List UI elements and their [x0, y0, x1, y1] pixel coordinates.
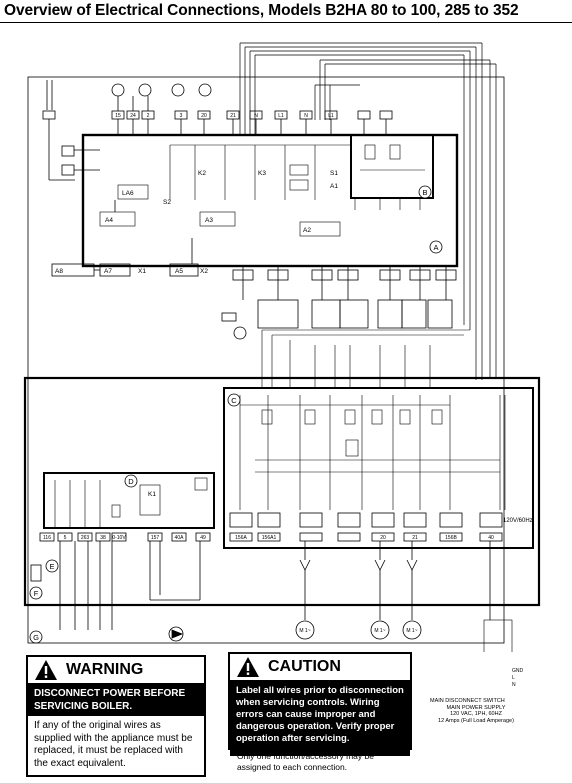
caution-footnote: * Only one function/accessory may be ass…: [230, 751, 410, 772]
component-a5: A5: [175, 268, 183, 275]
page-title: Overview of Electrical Connections, Mode…: [4, 2, 519, 19]
term-top-1: 24: [130, 113, 136, 119]
warning-box: WARNING DISCONNECT POWER BEFORE SERVICIN…: [26, 655, 206, 777]
component-k1: K1: [148, 491, 156, 498]
box-b: [350, 134, 434, 199]
caution-heading: CAUTION: [268, 658, 341, 675]
wiring-diagram: A B C D E F G A1 A2 A3 A4 A5 LA6 A7 A8 X…: [23, 42, 541, 652]
footnote-star: *: [230, 751, 234, 761]
component-a6: LA6: [122, 190, 134, 197]
warning-body: If any of the original wires as supplied…: [34, 720, 193, 769]
conductor-l: L: [512, 675, 515, 681]
control-internal: [99, 144, 425, 237]
box-f: [23, 376, 541, 607]
label-e: E: [49, 562, 54, 571]
term-left-1: 5: [64, 535, 67, 541]
bus-lines: [239, 42, 497, 380]
term-left-0: 116: [43, 535, 51, 541]
term-top-5: 21: [230, 113, 236, 119]
label-a: A: [433, 243, 438, 252]
warning-heading: WARNING: [66, 661, 144, 678]
label-d: D: [128, 477, 134, 486]
warning-header: WARNING: [28, 657, 204, 685]
term-top-6: N: [254, 113, 258, 119]
term-bot-5: 40: [488, 535, 494, 541]
title-rule: [0, 22, 572, 23]
component-a2: A2: [303, 227, 311, 234]
pump-motors: [295, 541, 513, 652]
top-left-devices: [42, 80, 393, 181]
supply-title: MAIN POWER SUPPLY: [446, 704, 506, 711]
frame-g: [27, 76, 505, 644]
caution-box: CAUTION Label all wires prior to disconn…: [228, 652, 412, 756]
conductor-gnd: GND: [512, 668, 524, 674]
term-bot-1: 156A1: [262, 535, 277, 541]
box-c: [223, 387, 534, 549]
component-a1: A1: [330, 183, 338, 190]
disconnect-label: MAIN DISCONNECT SWITCH: [430, 698, 505, 704]
component-a3: A3: [205, 217, 213, 224]
term-left-3: 38: [100, 535, 106, 541]
motor-2: M 1~: [374, 628, 385, 634]
term-top-0: 15: [115, 113, 121, 119]
component-s2: S2: [163, 199, 171, 206]
component-x1: X1: [138, 268, 146, 275]
c-bottom-terminals: [229, 512, 503, 542]
conductor-n: N: [512, 682, 516, 688]
term-bot-0: 156A: [235, 535, 247, 541]
a-to-c-wiring: [261, 329, 470, 388]
circled-labels: [29, 185, 443, 644]
d-internal: [54, 477, 208, 528]
box-a: [81, 133, 459, 268]
caution-triangle-icon: [237, 657, 259, 677]
component-s1: S1: [330, 170, 338, 177]
component-a8: A8: [55, 268, 63, 275]
term-top-8: N: [304, 113, 308, 119]
term-top-2: 2: [147, 113, 150, 119]
warning-black-text: DISCONNECT POWER BEFORE SERVICING BOILER…: [28, 685, 204, 716]
caution-black-text: Label all wires prior to disconnection w…: [230, 682, 410, 756]
term-top-7: L1: [278, 113, 284, 119]
component-k3: K3: [258, 170, 266, 177]
label-g: G: [33, 633, 39, 642]
footnote-text: Only one function/accessory may be assig…: [236, 751, 374, 772]
warning-triangle-icon: [35, 660, 57, 680]
term-left-6: 40A: [175, 535, 185, 541]
caution-header: CAUTION: [230, 654, 410, 682]
term-left-5: 157: [151, 535, 160, 541]
component-k2: K2: [198, 170, 206, 177]
power-supply-label: MAIN DISCONNECT SWITCH MAIN POWER SUPPLY…: [430, 698, 522, 724]
motor-1: M 1~: [299, 628, 310, 634]
component-a4: A4: [105, 217, 113, 224]
term-bot-3: 21: [412, 535, 418, 541]
term-top-3: 3: [180, 113, 183, 119]
term-left-7: 49: [200, 535, 206, 541]
component-a7: A7: [104, 268, 112, 275]
supply-line-1: 120 VAC, 1PH, 60HZ: [450, 711, 502, 717]
label-b: B: [422, 188, 427, 197]
supply-line-2: 12 Amps (Full Load Amperage): [438, 717, 514, 724]
label-f: F: [34, 589, 39, 598]
term-top-4: 20: [201, 113, 207, 119]
motor-3: M 1~: [406, 628, 417, 634]
a-bottom-terminals: [221, 266, 457, 340]
term-bot-2: 20: [380, 535, 386, 541]
label-c: C: [231, 396, 237, 405]
term-bot-4: 156B: [445, 535, 457, 541]
left-terminal-row: [30, 532, 211, 642]
conductor-labels: GND L N: [512, 668, 523, 689]
term-left-4: 0-10V: [112, 535, 126, 541]
left-modules: [51, 200, 199, 277]
voltage-label: 120V/60Hz: [503, 518, 533, 524]
c-internal: [239, 395, 506, 510]
term-left-2: 263: [81, 535, 90, 541]
term-top-9: L1: [328, 113, 334, 119]
box-d: [43, 472, 215, 529]
component-x2: X2: [200, 268, 208, 275]
